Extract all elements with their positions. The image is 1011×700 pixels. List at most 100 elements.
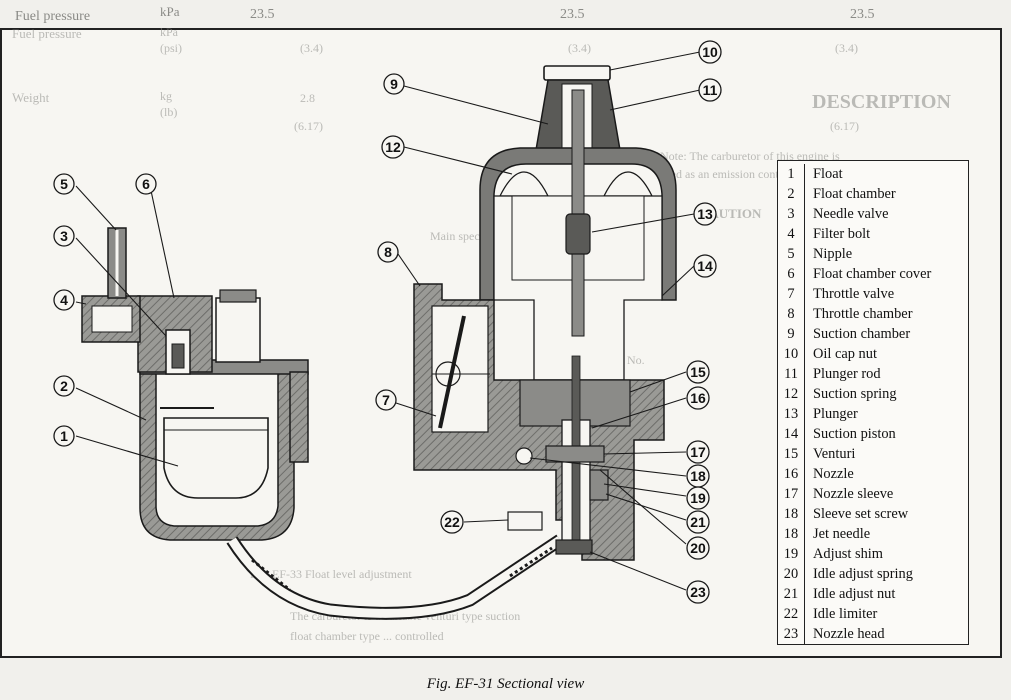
legend-part-name: Float	[813, 166, 843, 182]
callout-19: 19	[686, 486, 710, 510]
legend-number: 13	[778, 404, 805, 424]
svg-text:21: 21	[690, 514, 706, 530]
callout-12: 12	[381, 135, 405, 159]
legend-number: 18	[778, 524, 805, 544]
svg-text:13: 13	[697, 206, 713, 222]
legend-part-name: Idle adjust spring	[813, 566, 913, 582]
svg-text:16: 16	[690, 390, 706, 406]
legend-part-name: Nipple	[813, 246, 853, 262]
legend-part-name: Throttle chamber	[813, 306, 913, 322]
callout-13: 13	[693, 202, 717, 226]
legend-number: 15	[778, 444, 805, 464]
bleed-val-c: (3.4)	[835, 41, 858, 55]
idle-limiter	[507, 511, 543, 531]
callout-18: 18	[686, 464, 710, 488]
bleed-val-b: (3.4)	[568, 41, 591, 55]
legend-row: 20 Idle adjust spring	[778, 564, 968, 584]
legend-number: 16	[778, 464, 805, 484]
float-chamber-lug	[289, 371, 309, 463]
callout-22: 22	[440, 510, 464, 534]
legend-part-name: Sleeve set screw	[813, 506, 909, 522]
legend-part-name: Throttle valve	[813, 286, 895, 302]
legend-number: 9	[778, 324, 805, 344]
svg-text:14: 14	[697, 258, 713, 274]
legend-number: 14	[778, 424, 805, 444]
venturi	[431, 305, 489, 433]
callout-6: 6	[135, 173, 157, 195]
suction-chamber	[479, 147, 677, 301]
plunger-rod	[571, 89, 585, 337]
legend-row: 14 Suction piston	[778, 424, 968, 444]
legend-number: 11	[778, 364, 805, 384]
bleed-fuel-pressure-row: Fuel pressure	[12, 26, 82, 41]
svg-text:20: 20	[690, 540, 706, 556]
legend-number: 12	[778, 384, 805, 404]
callouts: 1 2 3 4 5 6 7 8 9 10 11 12 13 14 15 16 1…	[53, 40, 722, 604]
legend-part-name: Plunger rod	[813, 366, 881, 382]
svg-text:19: 19	[690, 490, 706, 506]
svg-text:3: 3	[60, 228, 68, 244]
figure-caption: Fig. EF-31 Sectional view	[426, 676, 585, 692]
callout-9: 9	[383, 73, 405, 95]
bleed-weight: Weight	[12, 90, 50, 105]
bleed-weight-lb: (6.17)	[294, 119, 323, 133]
svg-text:11: 11	[703, 82, 718, 98]
legend-part-name: Adjust shim	[813, 546, 883, 562]
svg-text:6: 6	[142, 176, 150, 192]
bleed-kpa-row: kPa	[160, 25, 179, 39]
callout-21: 21	[686, 510, 710, 534]
bleed-weight-lb-2: (6.17)	[830, 119, 859, 133]
legend-number: 22	[778, 604, 805, 624]
callout-8: 8	[377, 241, 399, 263]
bleed-lb: (lb)	[160, 105, 177, 119]
svg-text:12: 12	[385, 139, 401, 155]
legend-part-name: Suction piston	[813, 426, 896, 442]
legend-number: 17	[778, 484, 805, 504]
nozzle-head	[555, 539, 593, 555]
legend-part-name: Idle limiter	[813, 606, 878, 622]
float-chamber-assembly	[81, 227, 564, 620]
svg-text:9: 9	[390, 76, 398, 92]
svg-text:17: 17	[690, 444, 706, 460]
callout-17: 17	[686, 440, 710, 464]
svg-text:5: 5	[60, 176, 68, 192]
sleeve-set-screw	[515, 447, 533, 465]
legend-number: 20	[778, 564, 805, 584]
legend-row: 22 Idle limiter	[778, 604, 968, 624]
callout-1: 1	[53, 425, 75, 447]
throttle-suction-assembly	[413, 65, 677, 561]
legend-row: 11 Plunger rod	[778, 364, 968, 384]
legend-row: 17 Nozzle sleeve	[778, 484, 968, 504]
callout-4: 4	[53, 289, 75, 311]
legend-number: 1	[778, 164, 805, 184]
legend-part-name: Float chamber cover	[813, 266, 932, 282]
legend-number: 3	[778, 204, 805, 224]
callout-7: 7	[375, 389, 397, 411]
legend-number: 23	[778, 624, 805, 644]
legend-row: 18 Jet needle	[778, 524, 968, 544]
bleed-psi-row: (psi)	[160, 41, 182, 55]
legend-number: 4	[778, 224, 805, 244]
callout-10: 10	[698, 40, 722, 64]
legend-part-name: Jet needle	[813, 526, 871, 542]
legend-part-name: Nozzle sleeve	[813, 486, 894, 502]
svg-text:22: 22	[444, 514, 460, 530]
oil-cap-nut	[543, 65, 611, 81]
bleed-para-2: float chamber type ... controlled	[290, 629, 444, 643]
callout-2: 2	[53, 375, 75, 397]
bleed-note-1: Note: The carburetor of this engine is	[660, 149, 840, 163]
float	[163, 417, 269, 499]
bleed-description: DESCRIPTION	[812, 91, 951, 113]
